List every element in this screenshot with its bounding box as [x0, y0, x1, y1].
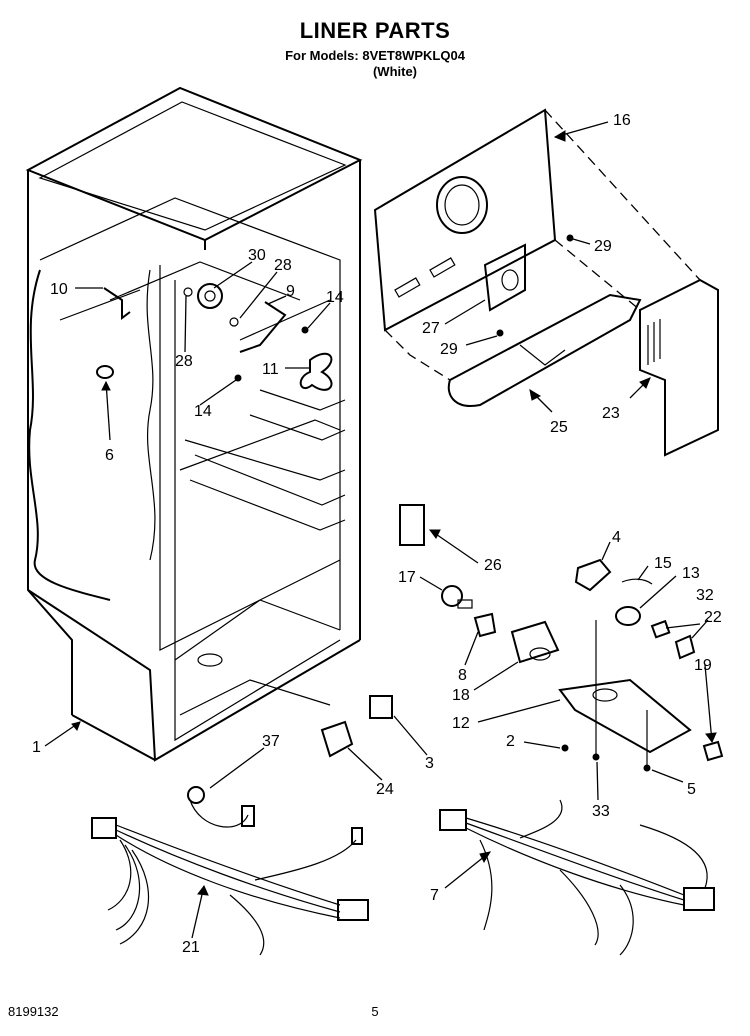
page-title: LINER PARTS	[299, 18, 451, 43]
callout-11: 11	[262, 361, 279, 378]
callout-5: 5	[687, 781, 696, 798]
callout-23: 23	[602, 405, 620, 422]
callout-8: 8	[458, 667, 467, 684]
callout-13: 13	[682, 565, 700, 582]
callout-26: 26	[484, 557, 502, 574]
callout-25: 25	[550, 419, 568, 436]
callout-12: 12	[452, 715, 470, 732]
callout-24: 24	[376, 781, 394, 798]
liner-cabinet-drawing	[25, 86, 363, 762]
control-panel-parts-drawing	[373, 108, 719, 457]
callout-37: 37	[262, 733, 280, 750]
models-line: For Models: 8VET8WPKLQ04	[285, 48, 465, 63]
callout-9: 9	[286, 283, 295, 300]
callout-15: 15	[654, 555, 672, 572]
callout-14a: 14	[326, 289, 344, 306]
callout-33: 33	[592, 803, 610, 820]
callout-6: 6	[105, 447, 114, 464]
light-assembly-parts-drawing	[320, 504, 724, 772]
callout-7: 7	[430, 887, 439, 904]
callout-21: 21	[182, 939, 200, 956]
callout-1: 1	[32, 739, 41, 756]
leader-lines	[44, 121, 717, 939]
wiring-harness-drawing	[91, 786, 715, 956]
callout-29a: 29	[594, 238, 612, 255]
callout-22: 22	[704, 609, 722, 626]
callout-18: 18	[452, 687, 470, 704]
callout-28a: 28	[274, 257, 292, 274]
callout-labels: 1 10 6 30 28 28 9 14 14 11 16 29 27 29 2…	[32, 112, 722, 956]
callout-17: 17	[398, 569, 416, 586]
callout-28b: 28	[175, 353, 193, 370]
callout-4: 4	[612, 529, 621, 546]
callout-27: 27	[422, 320, 440, 337]
document-number: 8199132	[8, 1004, 59, 1019]
callout-10: 10	[50, 281, 68, 298]
page-number: 5	[371, 1004, 379, 1019]
callout-19: 19	[694, 657, 712, 674]
callout-32: 32	[696, 587, 714, 604]
color-line: (White)	[372, 64, 418, 79]
callout-2: 2	[506, 733, 515, 750]
callout-14b: 14	[194, 403, 212, 420]
callout-16: 16	[613, 112, 631, 129]
callout-3: 3	[425, 755, 434, 772]
callout-30: 30	[248, 247, 266, 264]
callout-29b: 29	[440, 341, 458, 358]
